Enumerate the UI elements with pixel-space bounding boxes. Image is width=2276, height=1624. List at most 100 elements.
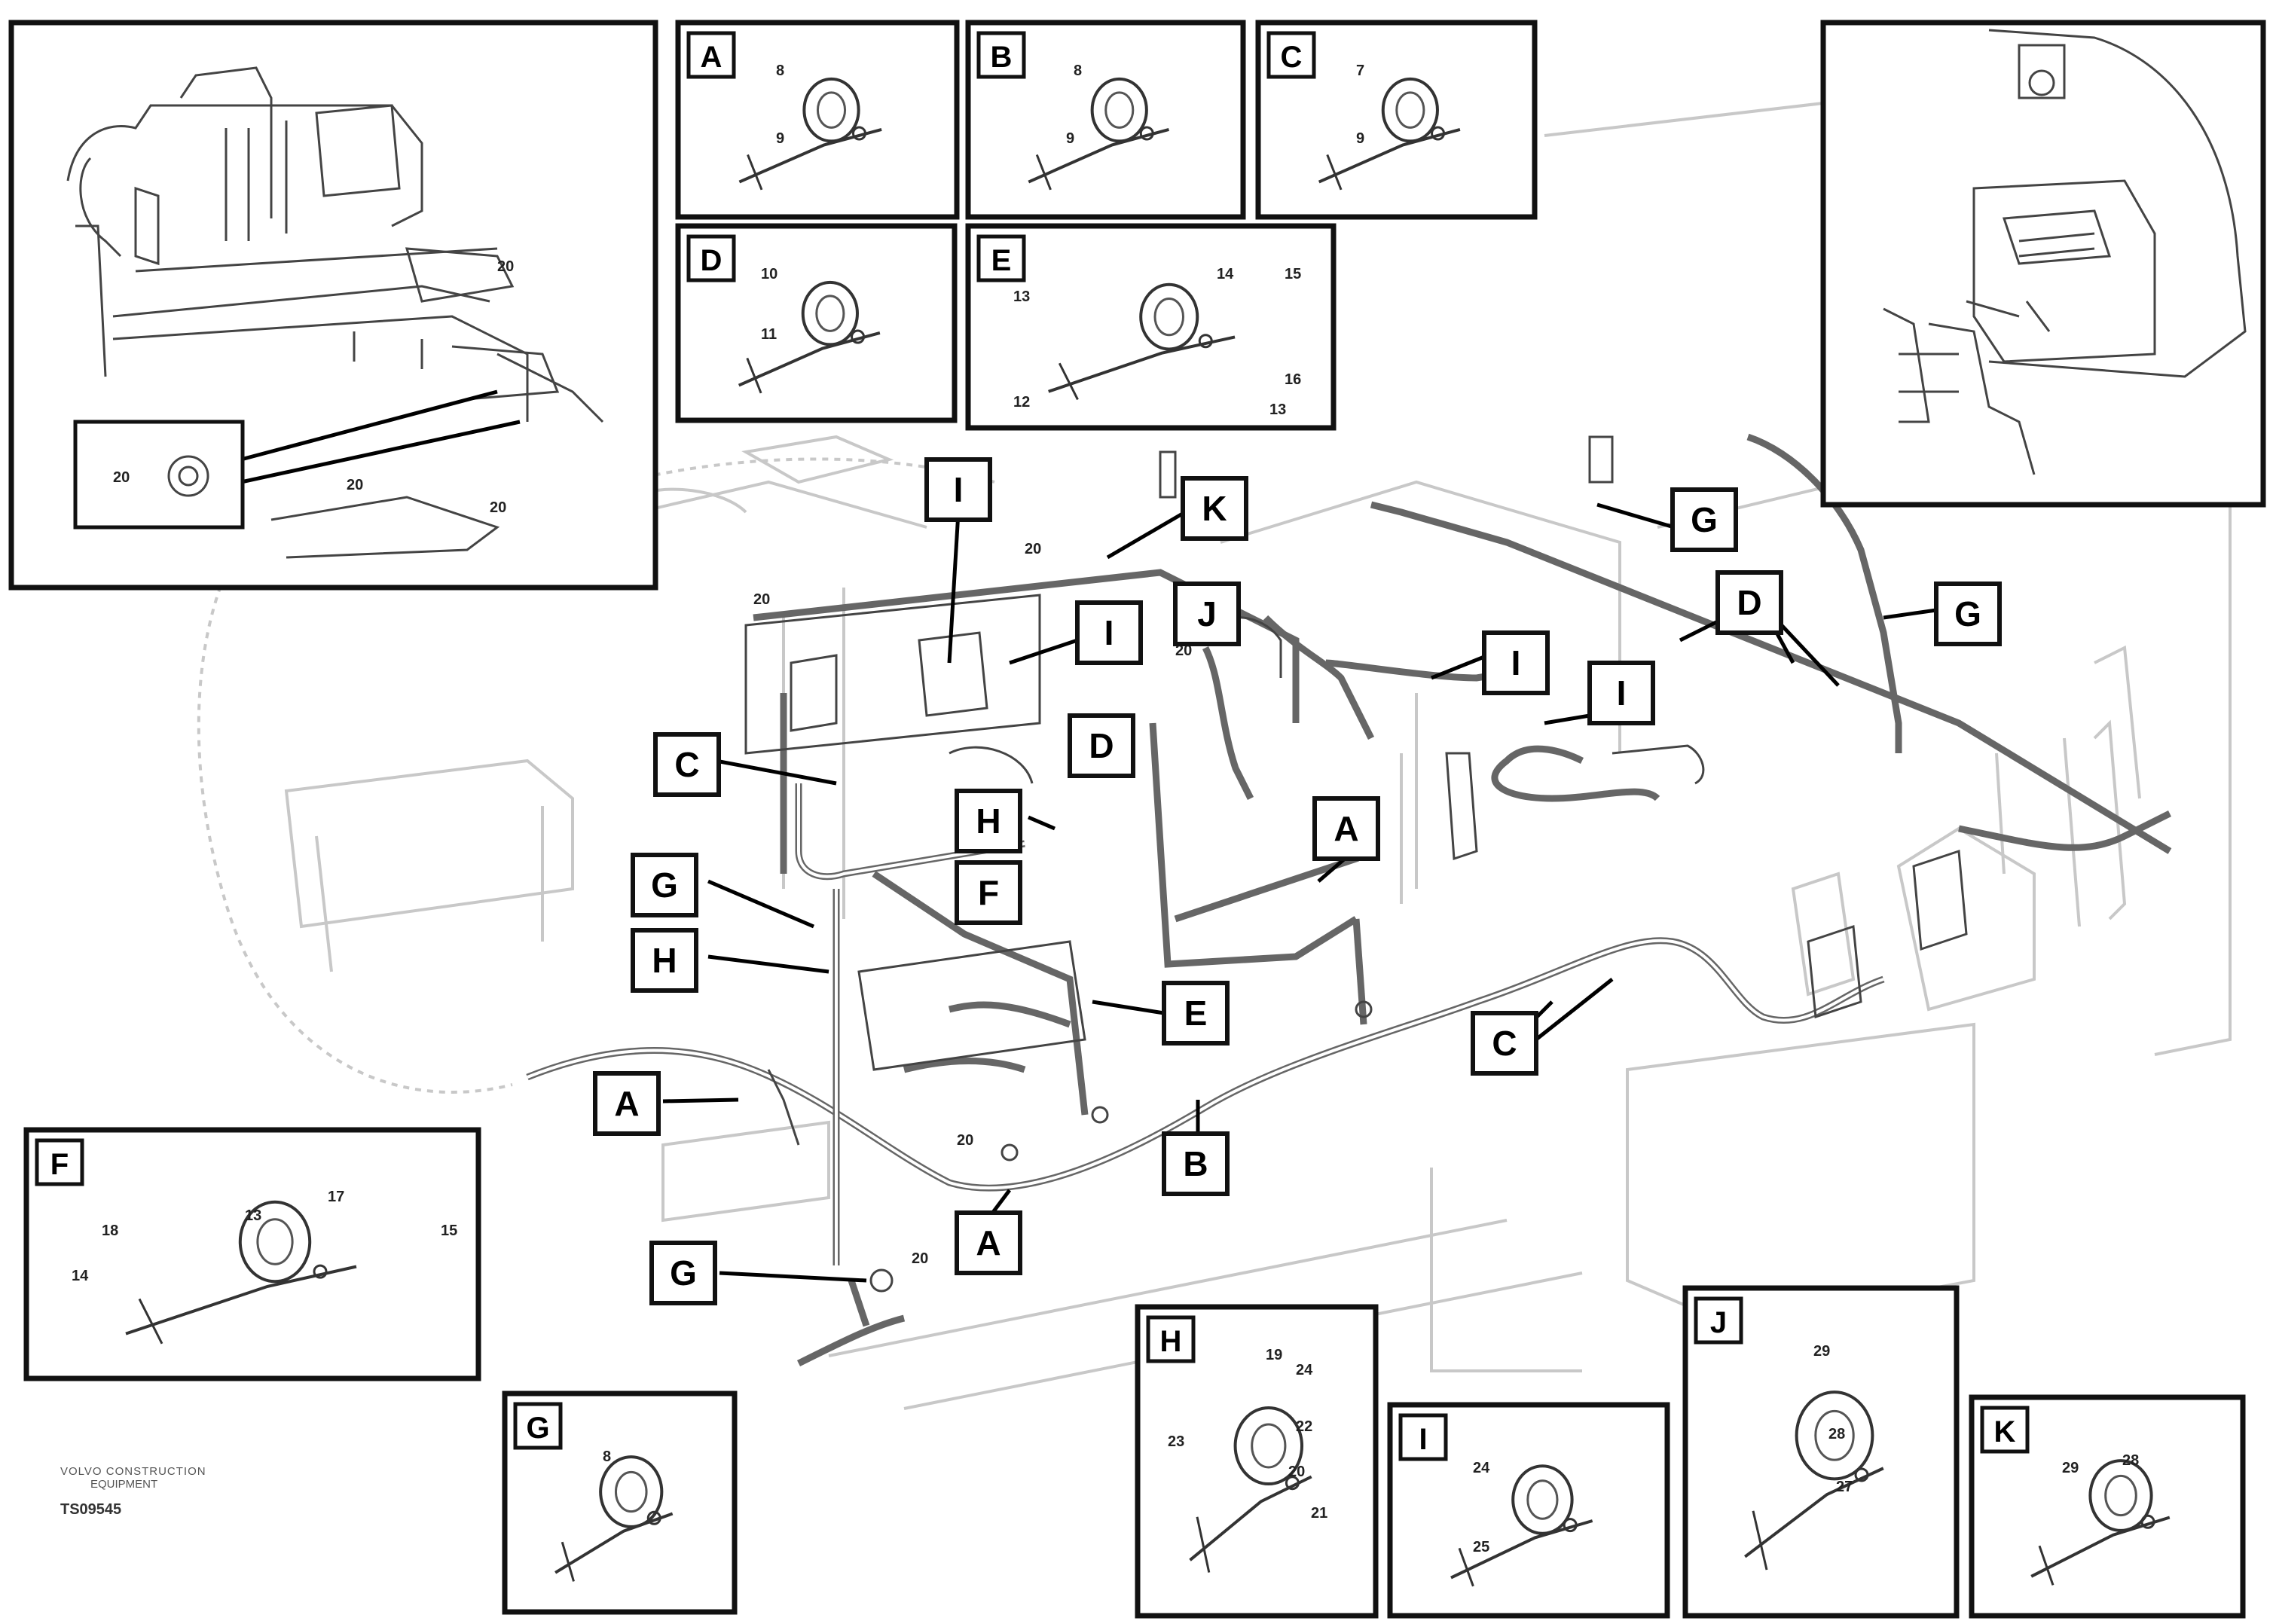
callout-letter: I (1104, 613, 1114, 652)
detail-letter: C (1281, 41, 1303, 74)
part-number: 8 (603, 1448, 611, 1465)
part-number: 17 (328, 1189, 344, 1205)
part-number: 10 (761, 266, 778, 282)
callout-letter: K (1202, 489, 1227, 528)
svg-text:20: 20 (912, 1250, 928, 1267)
callout-g: G (631, 853, 698, 917)
part-number: 12 (1013, 394, 1030, 411)
callout-g: G (1934, 582, 2002, 646)
detail-letter: J (1710, 1306, 1727, 1339)
callout-letter: H (652, 941, 677, 980)
callout-letter: J (1197, 594, 1217, 633)
svg-text:20: 20 (753, 591, 770, 608)
svg-text:20: 20 (957, 1132, 973, 1149)
hose-routing (526, 433, 2172, 1367)
callout-f: F (955, 860, 1022, 925)
detail-letter: H (1160, 1325, 1182, 1358)
detail-i: I 24 25 (1387, 1402, 1670, 1619)
detail-letter: D (701, 244, 723, 277)
part-number: 13 (1269, 401, 1286, 418)
part-number: 24 (1296, 1362, 1313, 1378)
callout-letter: I (1511, 643, 1521, 682)
callout-a: A (593, 1071, 661, 1136)
part-number: 28 (2122, 1452, 2139, 1469)
part-number: 29 (1813, 1343, 1830, 1360)
part-number: 11 (761, 326, 777, 343)
callout-letter: B (1183, 1144, 1208, 1183)
callout-letter: D (1089, 726, 1114, 765)
svg-text:20: 20 (497, 258, 514, 275)
part-number: 9 (1356, 130, 1364, 147)
callout-letter: G (670, 1253, 697, 1293)
callout-letter: F (978, 873, 999, 912)
callout-g: G (1670, 487, 1738, 552)
detail-g: G8 (502, 1390, 738, 1615)
caption-line1: VOLVO CONSTRUCTION (60, 1465, 206, 1478)
callout-letter: G (651, 865, 678, 905)
part-number: 29 (2062, 1460, 2079, 1476)
caption-line2: EQUIPMENT (90, 1478, 158, 1491)
part-number: 15 (1285, 266, 1301, 282)
part-number: 9 (776, 130, 784, 147)
part-number: 22 (1296, 1418, 1312, 1435)
callout-k: K (1181, 476, 1248, 541)
reference-number: TS09545 (60, 1501, 122, 1518)
part-number: 13 (245, 1207, 261, 1224)
detail-c: C 7 9 (1255, 20, 1538, 220)
callout-letter: A (614, 1084, 639, 1123)
callout-letter: I (954, 470, 964, 509)
callout-b: B (1162, 1131, 1230, 1196)
detail-letter: F (50, 1148, 69, 1181)
callout-i: I (1075, 600, 1143, 665)
part-number: 15 (441, 1223, 457, 1239)
callout-letter: H (976, 801, 1001, 841)
callout-letter: G (1691, 500, 1718, 539)
callout-letter: C (1492, 1024, 1517, 1063)
part-number: 9 (1066, 130, 1074, 147)
callout-c: C (1471, 1011, 1538, 1076)
callout-i: I (924, 457, 992, 522)
callout-letter: A (976, 1223, 1001, 1262)
overview-inset: 20 20 20 20 (8, 20, 658, 591)
part-number: 19 (1266, 1347, 1282, 1363)
callout-j: J (1173, 582, 1241, 646)
part-number: 20 (1288, 1464, 1305, 1480)
detail-letter: K (1994, 1415, 2016, 1448)
detail-letter: E (991, 244, 1012, 277)
detail-letter: B (991, 41, 1013, 74)
callout-letter: E (1184, 994, 1208, 1033)
callout-a: A (955, 1210, 1022, 1275)
callout-d: D (1715, 570, 1783, 635)
detail-b: B 8 9 (965, 20, 1246, 220)
diagram-caption: VOLVO CONSTRUCTION EQUIPMENT TS09545 (60, 1465, 206, 1519)
part-number: 14 (1217, 266, 1234, 282)
machine-components: 20 20 20 20 20 (744, 435, 1968, 1293)
callout-d: D (1068, 713, 1135, 778)
detail-letter: G (526, 1412, 549, 1445)
detail-d: D 10 11 (675, 223, 958, 423)
callout-letter: G (1954, 594, 1981, 633)
part-number: 8 (1074, 63, 1082, 79)
svg-text:20: 20 (1175, 643, 1192, 659)
part-number: 13 (1013, 288, 1030, 305)
part-number: 24 (1473, 1460, 1490, 1476)
callout-letter: A (1334, 809, 1358, 848)
callout-g: G (649, 1241, 717, 1305)
part-number: 8 (776, 63, 784, 79)
part-number: 7 (1356, 63, 1364, 79)
svg-text:20: 20 (347, 477, 363, 493)
callout-letter: I (1617, 673, 1627, 713)
part-number: 25 (1473, 1539, 1489, 1555)
callout-c: C (653, 732, 721, 797)
svg-text:20: 20 (490, 499, 506, 516)
detail-top-right (1820, 20, 2266, 508)
part-number: 18 (102, 1223, 118, 1239)
detail-letter: I (1419, 1423, 1427, 1456)
